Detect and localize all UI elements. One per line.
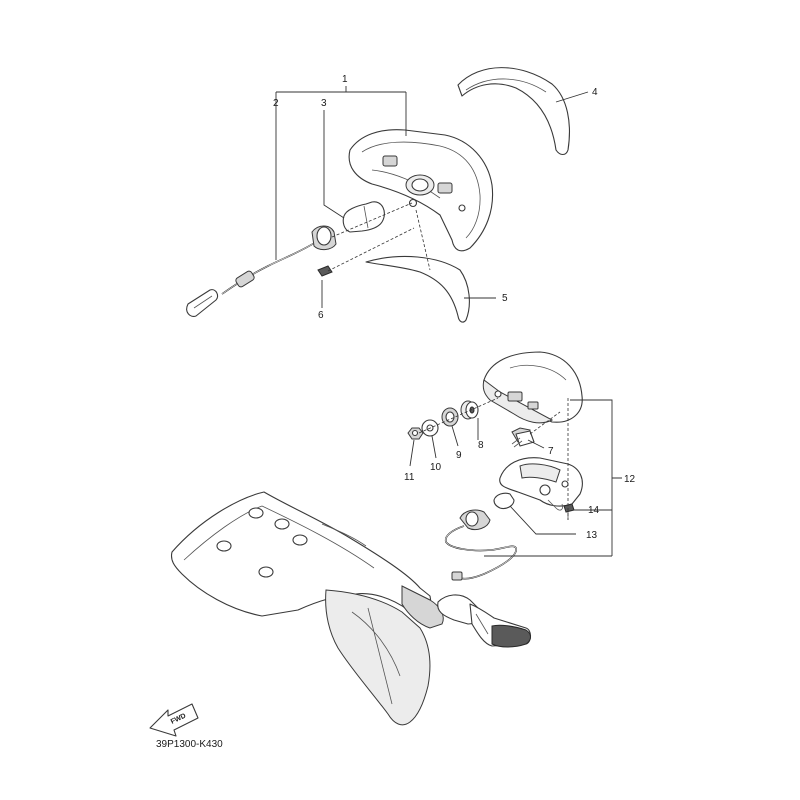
leader-lines-upper bbox=[275, 86, 589, 308]
fwd-direction-arrow: FWD bbox=[149, 703, 199, 737]
callout-10: 10 bbox=[430, 462, 442, 473]
bulb-part-3 bbox=[342, 201, 385, 233]
license-bulb-part-13 bbox=[493, 492, 515, 510]
callout-12: 12 bbox=[624, 474, 636, 485]
alignment-line-upper-b bbox=[415, 209, 431, 271]
callout-14: 14 bbox=[588, 505, 600, 516]
alignment-line-lower-c bbox=[529, 411, 561, 435]
turn-signal-rear bbox=[437, 594, 532, 648]
callout-1: 1 bbox=[342, 74, 348, 85]
screw-part-14 bbox=[563, 503, 575, 520]
diagram-code: 39P1300-K430 bbox=[156, 739, 223, 750]
bolt-part-7 bbox=[511, 427, 535, 448]
alignment-line-lower-a bbox=[418, 397, 499, 434]
callout-11: 11 bbox=[404, 472, 415, 483]
callout-8: 8 bbox=[478, 440, 484, 451]
license-light-bracket bbox=[499, 457, 583, 511]
reflector-part-5 bbox=[365, 255, 470, 323]
collar-part-9 bbox=[441, 407, 459, 427]
rear-fender bbox=[170, 491, 444, 726]
alignment-line-upper-c bbox=[327, 227, 415, 272]
callout-13: 13 bbox=[586, 530, 598, 541]
leader-lines-lower bbox=[409, 399, 622, 557]
callout-4: 4 bbox=[592, 87, 598, 98]
callout-3: 3 bbox=[321, 98, 327, 109]
alignment-line-upper-a bbox=[331, 202, 413, 238]
callout-numbers: 1 2 3 4 5 6 7 8 9 10 11 12 13 14 bbox=[273, 74, 636, 541]
license-light-socket-harness bbox=[444, 509, 517, 581]
license-light-housing bbox=[482, 351, 583, 424]
tail-light-housing-part-1 bbox=[348, 129, 494, 252]
nut-part-11 bbox=[407, 427, 424, 440]
callout-5: 5 bbox=[502, 293, 508, 304]
callout-6: 6 bbox=[318, 310, 324, 321]
tail-light-cover-part-4 bbox=[457, 67, 570, 156]
callout-9: 9 bbox=[456, 450, 462, 461]
callout-7: 7 bbox=[548, 446, 554, 457]
grommet-part-8 bbox=[460, 400, 479, 420]
callout-2: 2 bbox=[273, 98, 279, 109]
clip-part-6 bbox=[317, 265, 333, 277]
bulb-socket-harness-part-2 bbox=[186, 225, 337, 317]
